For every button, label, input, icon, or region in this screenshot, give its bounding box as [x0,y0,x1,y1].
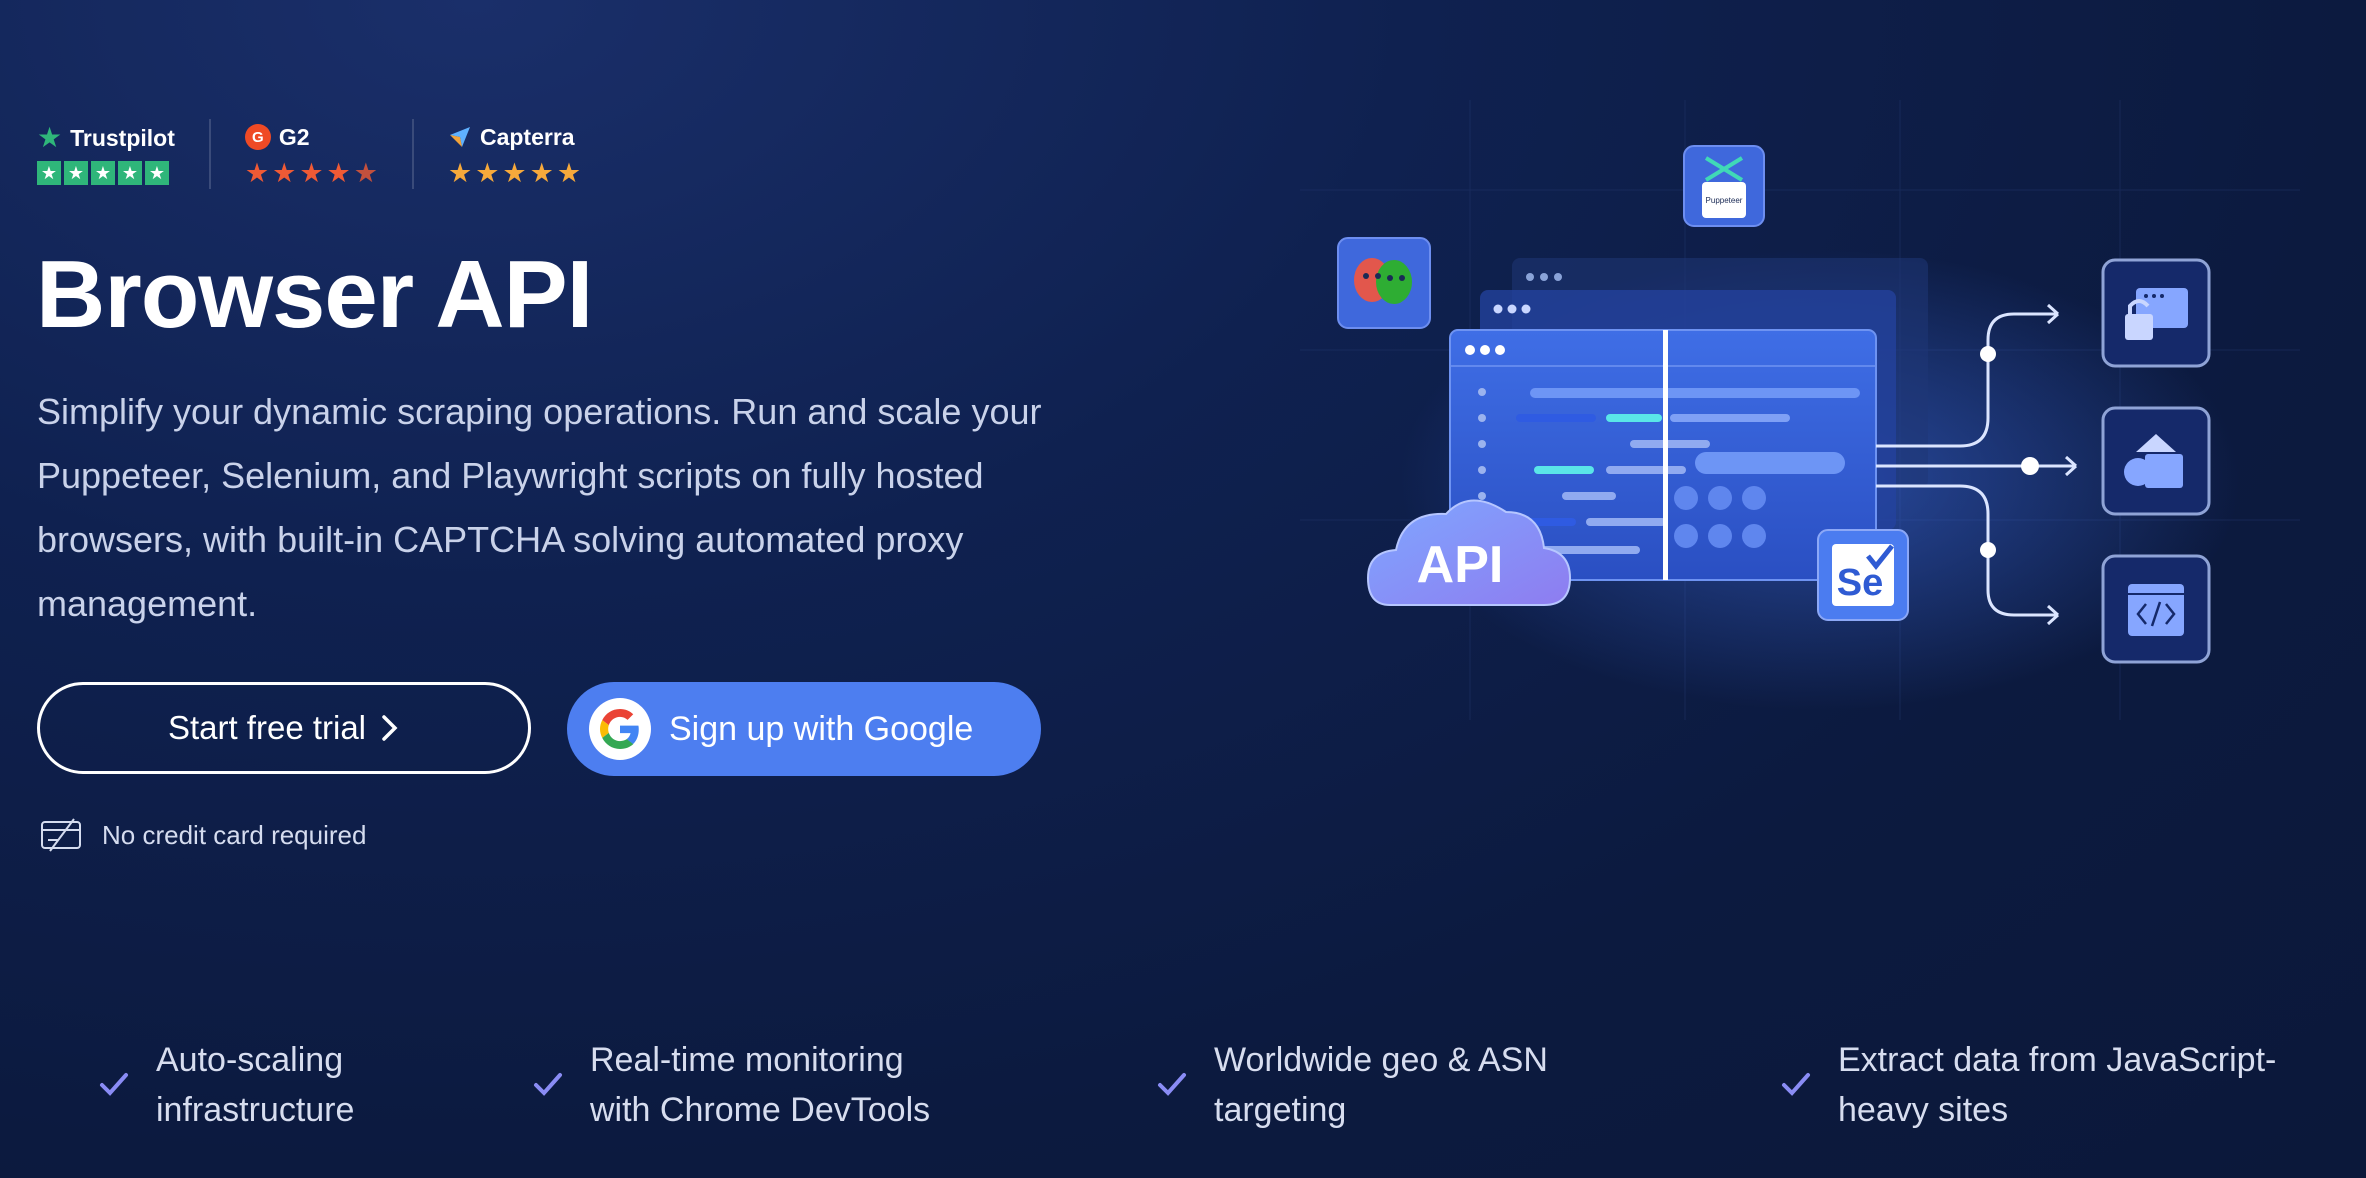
hero-description: Simplify your dynamic scraping operation… [37,391,1042,624]
chevron-right-icon [382,715,398,741]
g2-label: G2 [278,123,310,150]
features-list: Auto-scaling infrastructure Real-time mo… [0,1035,2366,1155]
star-icon: ★ [475,158,500,188]
api-label: API [1417,536,1504,594]
google-button-label: Sign up with Google [669,709,974,748]
capterra-rating[interactable]: Capterra ★★★★★ [447,122,582,188]
star-icon: ★ [64,161,88,185]
g2-stars: ★★★★★ [244,158,378,188]
no-credit-card-note: No credit card required [40,818,366,852]
start-free-trial-label: Start free trial [167,709,367,746]
star-icon: ★ [299,158,324,188]
puppeteer-label: Puppeteer [1706,196,1743,205]
ratings-divider [208,119,211,189]
trustpilot-rating[interactable]: ★ Trustpilot ★ ★ ★ ★ ★ [37,123,175,185]
check-icon [1782,1073,1810,1096]
check-icon [534,1073,562,1096]
feature-line1: Real-time monitoring [590,1041,904,1079]
no-credit-card-text: No credit card required [102,819,367,850]
page-title: Browser API [36,241,593,348]
feature-line1: Auto-scaling [156,1041,344,1079]
trustpilot-label: Trustpilot [70,124,175,151]
capterra-logo-icon [449,127,470,147]
g2-logo-icon: G [244,124,271,150]
start-free-trial-button[interactable]: Start free trial [37,682,531,774]
star-icon: ★ [37,161,61,185]
feature-line2: heavy sites [1838,1091,2009,1129]
g2-rating[interactable]: G G2 ★★★★★ [244,122,378,188]
feature-line2: with Chrome DevTools [590,1091,931,1129]
half-star-icon: ★ [353,158,378,188]
capterra-label: Capterra [479,123,575,150]
feature-line2: targeting [1214,1091,1347,1129]
check-icon [1158,1073,1186,1096]
trustpilot-star-icon: ★ [37,122,63,153]
star-icon: ★ [529,158,554,188]
api-cloud-icon: API [1366,499,1572,606]
check-icon [100,1073,128,1096]
ratings-divider [411,119,414,189]
feature-item: Auto-scaling infrastructure [98,1035,354,1135]
capterra-stars: ★★★★★ [447,158,582,188]
ratings-bar: ★ Trustpilot ★ ★ ★ ★ ★ G G2 ★★★★★ Capter… [37,118,581,190]
browser-api-illustration: API Puppeteer Se [1300,100,2300,720]
feature-item: Worldwide geo & ASN targeting [1156,1035,1548,1135]
star-icon: ★ [272,158,297,188]
feature-line1: Extract data from JavaScript- [1838,1041,2277,1079]
star-icon: ★ [447,158,473,188]
star-icon: ★ [91,161,115,185]
feature-line2: infrastructure [156,1091,355,1129]
credit-card-icon [41,818,81,852]
google-logo-icon [589,698,651,760]
feature-item: Real-time monitoring with Chrome DevTool… [532,1035,930,1135]
star-icon: ★ [118,161,142,185]
star-icon: ★ [502,158,527,188]
star-icon: ★ [244,158,270,188]
star-icon: ★ [145,161,169,185]
trustpilot-stars: ★ ★ ★ ★ ★ [37,161,175,185]
feature-line1: Worldwide geo & ASN [1214,1041,1548,1079]
star-icon: ★ [556,158,582,188]
sign-up-with-google-button[interactable]: Sign up with Google [567,682,1041,776]
star-icon: ★ [326,158,351,188]
feature-item: Extract data from JavaScript- heavy site… [1780,1035,2276,1135]
